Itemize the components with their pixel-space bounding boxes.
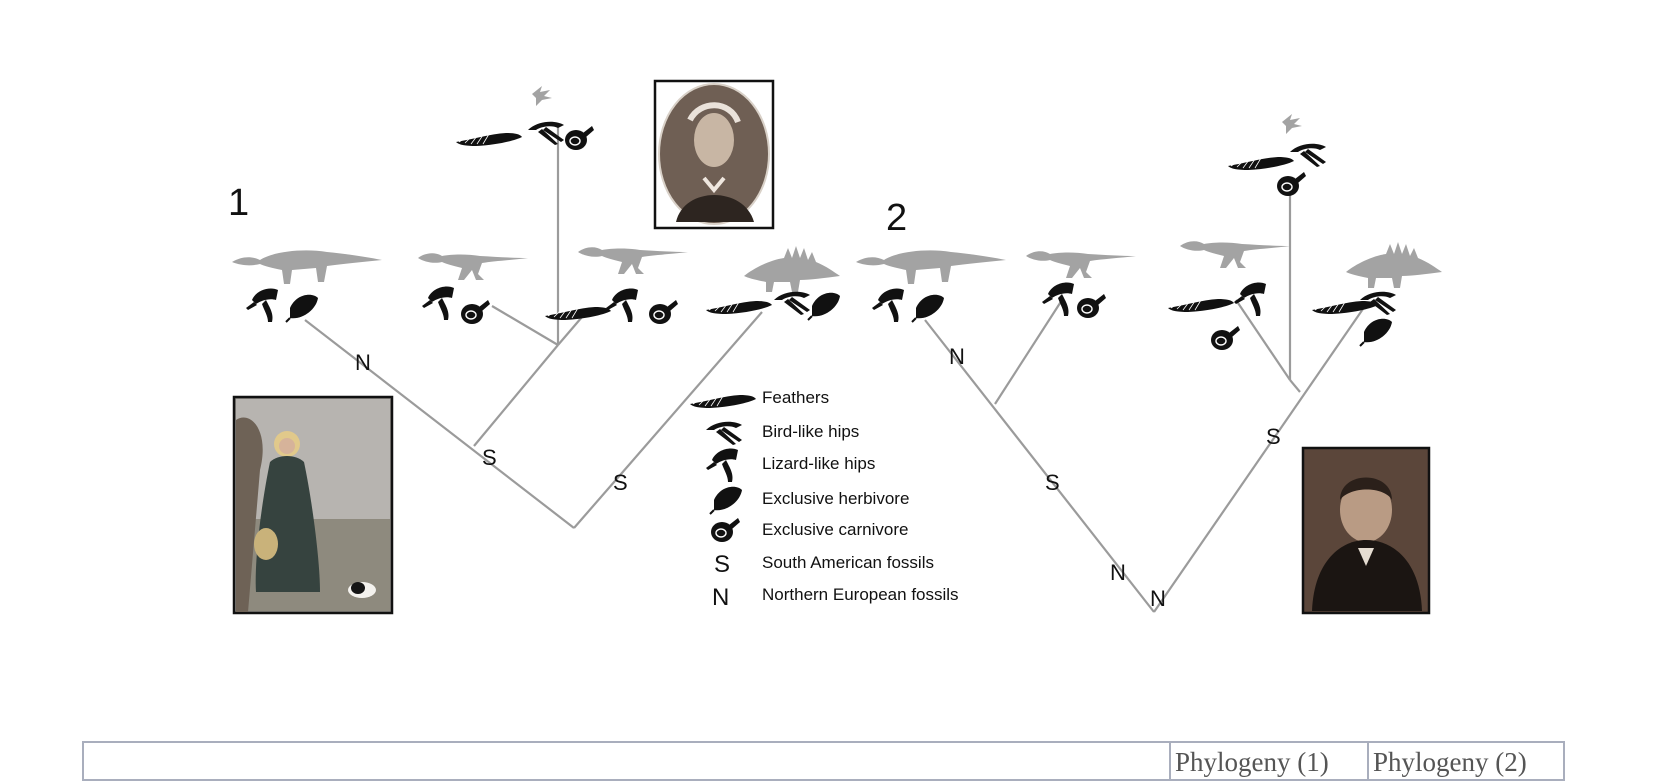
lizard-hip-icon [1234, 282, 1266, 316]
legend-label: Northern European fossils [762, 585, 959, 604]
meat-icon [460, 299, 491, 325]
lizard-hip-icon [606, 288, 638, 322]
legend-label: South American fossils [762, 553, 934, 572]
trex-silhouette [1180, 241, 1290, 268]
meat-icon [1276, 171, 1307, 197]
stegosaur-silhouette [1346, 242, 1442, 288]
feather-icon [1311, 300, 1379, 315]
feather-icon [1167, 298, 1235, 313]
tree1-node-label: N [355, 350, 371, 375]
bird-hip-icon [706, 421, 742, 445]
meat-icon [1210, 325, 1241, 351]
portrait-photo-top [653, 79, 775, 230]
tree2-node-label: N [1110, 560, 1126, 585]
tree1-branches [304, 125, 763, 529]
legend-label: Lizard-like hips [762, 454, 875, 473]
lizard-hip-icon [706, 448, 738, 482]
meat-icon [710, 517, 741, 543]
tree2-branches [924, 194, 1366, 613]
lizard-hip-icon [872, 288, 904, 322]
legend-symbol-s: S [714, 551, 730, 578]
panel-number-1: 1 [228, 182, 249, 224]
lizard-hip-icon [246, 288, 278, 322]
feather-icon [705, 300, 773, 315]
tree2-node-label: N [949, 344, 965, 369]
feather-icon [544, 306, 612, 321]
table-header-phylogeny-2: Phylogeny (2) [1367, 743, 1563, 781]
portrait-painting-left [232, 395, 394, 615]
leaf-icon [807, 291, 841, 321]
feather-icon [1227, 156, 1295, 171]
table-header-phylogeny-1: Phylogeny (1) [1169, 743, 1367, 781]
lizard-hip-icon [1042, 282, 1074, 316]
legend-label: Exclusive carnivore [762, 520, 908, 539]
sauropod-silhouette [232, 250, 382, 284]
feather-icon [689, 394, 757, 409]
sauropod-silhouette [856, 250, 1006, 284]
panel-number-2: 2 [886, 197, 907, 239]
feather-icon [455, 132, 523, 147]
legend-symbol-n: N [712, 584, 729, 611]
tree2-node-label: S [1045, 470, 1060, 495]
tree1-node-label: S [482, 445, 497, 470]
trex-silhouette [578, 247, 688, 274]
tree2-node-label: S [1266, 424, 1281, 449]
lizard-hip-icon [422, 286, 454, 320]
theropod-silhouette [418, 253, 528, 280]
legend: Feathers Bird-like hips Lizard-like hips… [689, 388, 959, 611]
theropod-silhouette [1026, 251, 1136, 278]
legend-label: Exclusive herbivore [762, 489, 909, 508]
stegosaur-silhouette [744, 246, 840, 292]
leaf-icon [285, 293, 319, 323]
tree1-node-label: S [613, 470, 628, 495]
bird-silhouette [532, 86, 552, 106]
legend-label: Feathers [762, 388, 829, 407]
meat-icon [564, 125, 595, 151]
leaf-icon [911, 293, 945, 323]
table-header-cell [84, 743, 1169, 781]
leaf-icon [1359, 317, 1393, 347]
meat-icon [1076, 293, 1107, 319]
bird-silhouette [1282, 114, 1302, 134]
comparison-table: Phylogeny (1) Phylogeny (2) [82, 741, 1565, 781]
meat-icon [648, 299, 679, 325]
portrait-photo-right [1301, 446, 1431, 615]
tree2-node-label: N [1150, 586, 1166, 611]
bird-hip-icon [1290, 143, 1326, 167]
legend-label: Bird-like hips [762, 422, 859, 441]
leaf-icon [709, 485, 743, 515]
bird-hip-icon [774, 291, 810, 315]
